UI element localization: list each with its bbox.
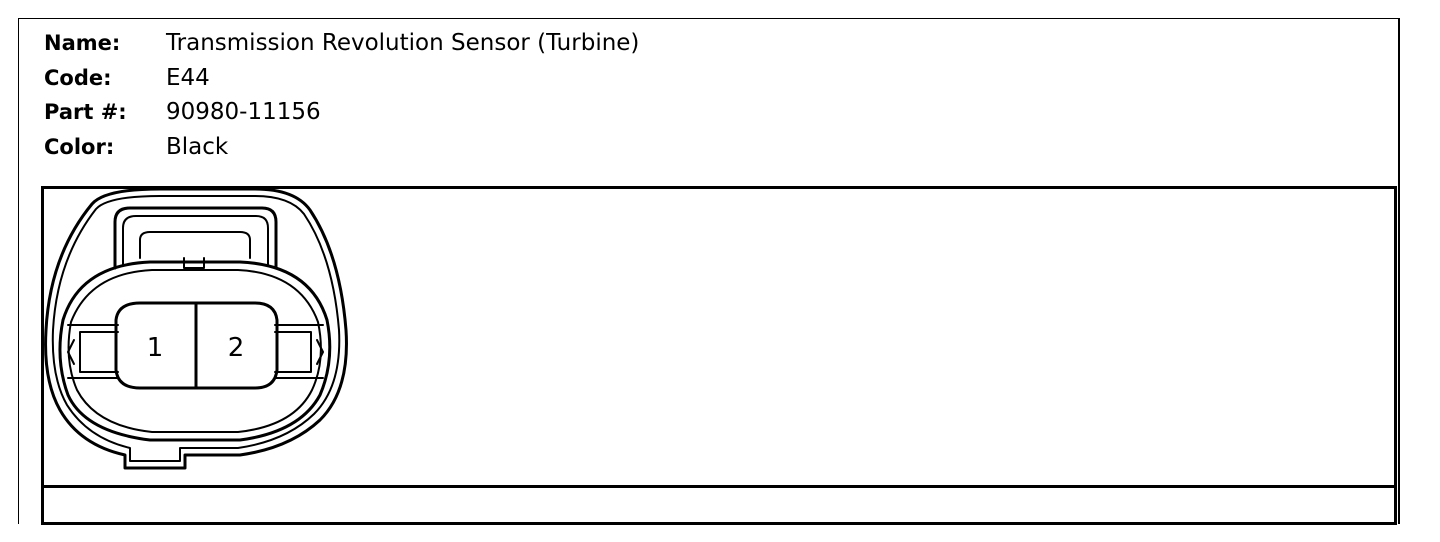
latch-tab-inner [122,215,269,267]
right-rail [274,324,324,379]
pin-label-2: 2 [228,333,245,363]
code-value: E44 [166,64,210,91]
code-row: Code: E44 [44,61,639,96]
footer-box [41,488,1397,525]
color-label: Color: [44,134,115,159]
color-row: Color: Black [44,130,639,165]
pin-cavity-body [114,301,279,390]
connector-diagram-box [41,186,1397,488]
left-rail-tip [67,339,75,365]
part-label: Part #: [44,100,127,125]
right-rail-tip [316,339,324,365]
outer-frame [18,18,1400,524]
name-label: Name: [44,31,121,56]
name-row: Name: Transmission Revolution Sensor (Tu… [44,26,639,61]
cavity-ring-inner [67,269,322,433]
part-value: 90980-11156 [166,99,321,126]
cavity-ring-outer [58,260,332,442]
code-label: Code: [44,65,112,90]
color-value: Black [166,133,229,160]
part-row: Part #: 90980-11156 [44,95,639,130]
connector-info-panel: Name: Transmission Revolution Sensor (Tu… [44,26,639,164]
left-rail [67,324,119,379]
latch-slot [139,231,251,259]
latch-tab [113,206,278,270]
pin-label-1: 1 [147,333,164,363]
connector-housing-inner [51,195,341,462]
connector-housing-outer [44,187,348,470]
name-value: Transmission Revolution Sensor (Turbine) [166,30,640,57]
